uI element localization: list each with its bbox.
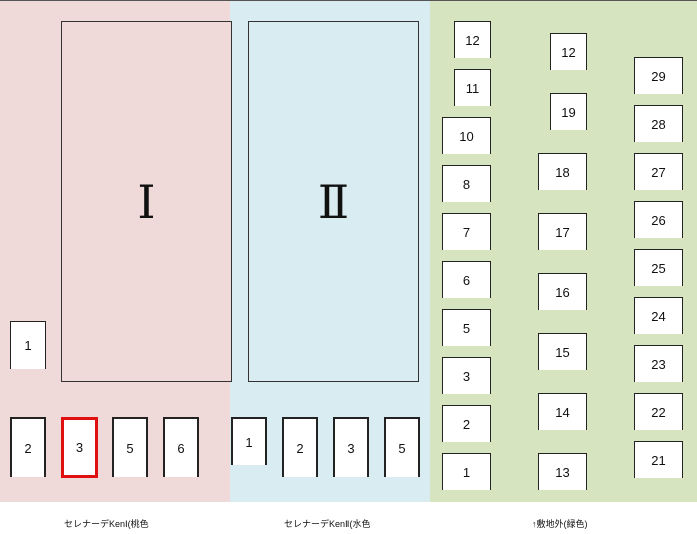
green-space[interactable]: 21 <box>634 441 683 478</box>
top-border <box>0 0 697 1</box>
green-space[interactable]: 26 <box>634 201 683 238</box>
green-space[interactable]: 27 <box>634 153 683 190</box>
green-space[interactable]: 16 <box>538 273 587 310</box>
building-2: Ⅱ <box>248 21 419 382</box>
green-space[interactable]: 23 <box>634 345 683 382</box>
green-space[interactable]: 12 <box>454 21 491 58</box>
building-1: Ⅰ <box>61 21 232 382</box>
blue-space[interactable]: 5 <box>384 417 420 477</box>
blue-space[interactable]: 3 <box>333 417 369 477</box>
pink-space[interactable]: 6 <box>163 417 199 477</box>
green-space[interactable]: 29 <box>634 57 683 94</box>
green-space[interactable]: 2 <box>442 405 491 442</box>
green-space[interactable]: 18 <box>538 153 587 190</box>
green-space[interactable]: 6 <box>442 261 491 298</box>
green-space[interactable]: 24 <box>634 297 683 334</box>
green-space[interactable]: 13 <box>538 453 587 490</box>
caption-pink: セレナーデKenⅠ(桃色 <box>64 519 149 529</box>
pink-space[interactable]: 2 <box>10 417 46 477</box>
green-space[interactable]: 19 <box>550 93 587 130</box>
pink-space[interactable]: 5 <box>112 417 148 477</box>
blue-space[interactable]: 2 <box>282 417 318 477</box>
green-space[interactable]: 8 <box>442 165 491 202</box>
green-space[interactable]: 1 <box>442 453 491 490</box>
green-space[interactable]: 17 <box>538 213 587 250</box>
caption-blue: セレナーデKenⅡ(水色 <box>284 519 371 529</box>
green-space[interactable]: 14 <box>538 393 587 430</box>
pink-space-single[interactable]: 1 <box>10 321 46 369</box>
green-space[interactable]: 7 <box>442 213 491 250</box>
green-space[interactable]: 11 <box>454 69 491 106</box>
pink-space-selected[interactable]: 3 <box>61 417 98 478</box>
green-space[interactable]: 28 <box>634 105 683 142</box>
green-space[interactable]: 25 <box>634 249 683 286</box>
blue-space[interactable]: 1 <box>231 417 267 465</box>
green-space[interactable]: 15 <box>538 333 587 370</box>
green-space[interactable]: 22 <box>634 393 683 430</box>
green-space[interactable]: 5 <box>442 309 491 346</box>
caption-green: ↑敷地外(緑色) <box>532 519 588 529</box>
green-space[interactable]: 10 <box>442 117 491 154</box>
green-space[interactable]: 12 <box>550 33 587 70</box>
green-space[interactable]: 3 <box>442 357 491 394</box>
